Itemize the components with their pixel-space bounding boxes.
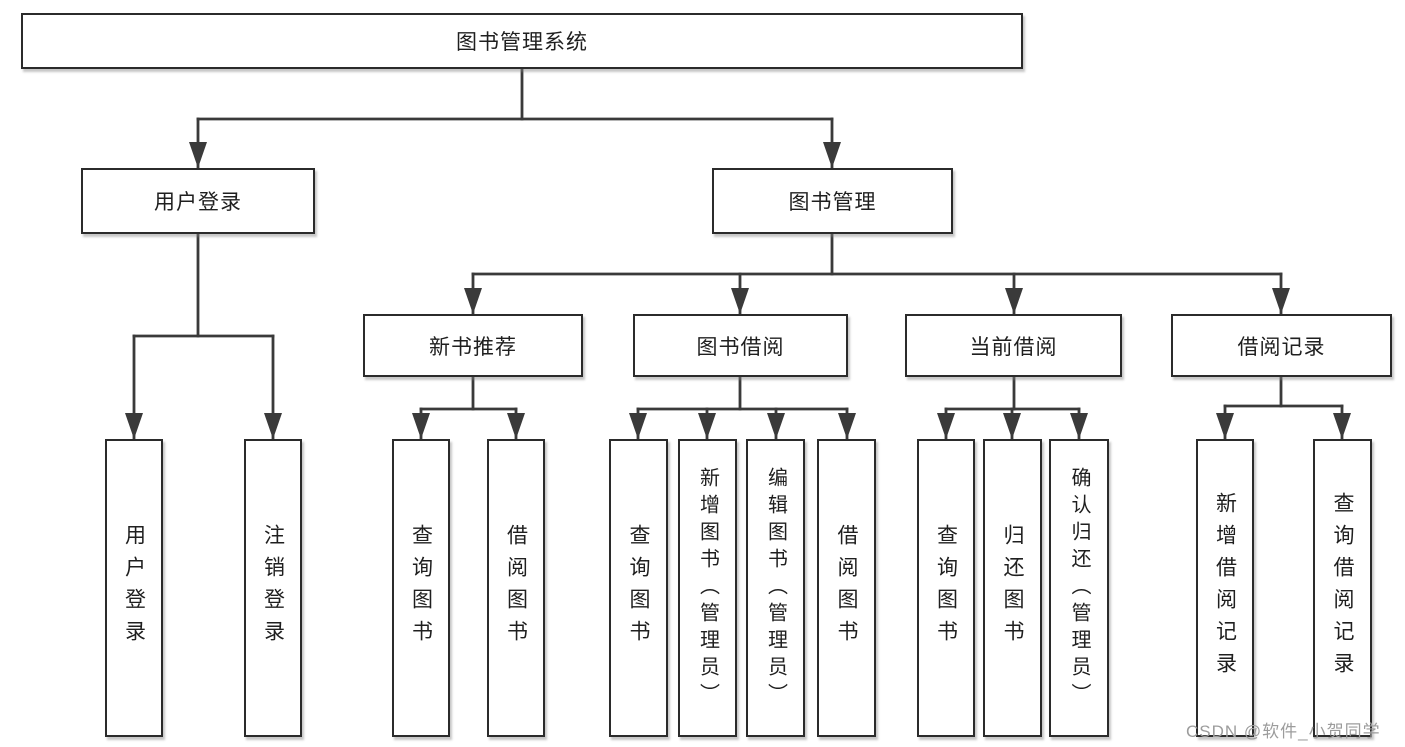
node-leaf-query-books-borrowing: 查询图书 [609,439,668,737]
watermark: CSDN @软件_小贺同学 [1186,722,1381,741]
node-leaf-add-books-admin-label: 新增图书（管理员） [696,466,719,710]
node-leaf-query-books-borrowing-label: 查询图书 [627,524,650,652]
node-leaf-add-borrow-record-label: 新增借阅记录 [1213,492,1237,684]
node-leaf-return-books: 归还图书 [983,439,1042,737]
node-leaf-edit-books-admin-label: 编辑图书（管理员） [764,466,787,710]
node-leaf-query-books-current: 查询图书 [917,439,975,737]
node-leaf-borrow-books-recommend-label: 借阅图书 [504,524,528,652]
node-leaf-add-borrow-record: 新增借阅记录 [1196,439,1254,737]
node-book-borrowing-label: 图书借阅 [696,335,785,359]
node-leaf-borrow-books-borrowing-label: 借阅图书 [835,524,858,652]
node-borrowing-records: 借阅记录 [1171,314,1392,377]
node-leaf-query-borrow-record-label: 查询借阅记录 [1331,492,1354,684]
node-leaf-query-borrow-record: 查询借阅记录 [1313,439,1372,737]
node-leaf-add-books-admin: 新增图书（管理员） [678,439,737,737]
node-leaf-query-books-current-label: 查询图书 [934,524,958,652]
node-leaf-logout-label: 注销登录 [261,524,285,652]
node-leaf-confirm-return-admin: 确认归还（管理员） [1049,439,1109,737]
node-new-book-recommend-label: 新书推荐 [429,335,517,359]
node-leaf-query-books-recommend: 查询图书 [392,439,450,737]
node-leaf-borrow-books-recommend: 借阅图书 [487,439,545,737]
node-current-borrowing-label: 当前借阅 [969,335,1058,359]
node-root: 图书管理系统 [21,13,1023,69]
node-user-login-label: 用户登录 [154,191,242,214]
node-user-login: 用户登录 [81,168,315,234]
node-leaf-edit-books-admin: 编辑图书（管理员） [746,439,805,737]
node-book-borrowing: 图书借阅 [633,314,848,377]
node-leaf-return-books-label: 归还图书 [1001,524,1024,652]
node-leaf-user-login-label: 用户登录 [122,524,146,652]
node-leaf-logout: 注销登录 [244,439,302,737]
node-leaf-confirm-return-admin-label: 确认归还（管理员） [1068,466,1090,710]
node-leaf-query-books-recommend-label: 查询图书 [409,524,433,652]
node-root-label: 图书管理系统 [456,31,588,54]
node-leaf-user-login: 用户登录 [105,439,163,737]
node-book-management-label: 图书管理 [788,191,877,214]
node-new-book-recommend: 新书推荐 [363,314,583,377]
node-book-management: 图书管理 [712,168,953,234]
node-current-borrowing: 当前借阅 [905,314,1122,377]
node-leaf-borrow-books-borrowing: 借阅图书 [817,439,876,737]
node-borrowing-records-label: 借阅记录 [1237,335,1326,359]
